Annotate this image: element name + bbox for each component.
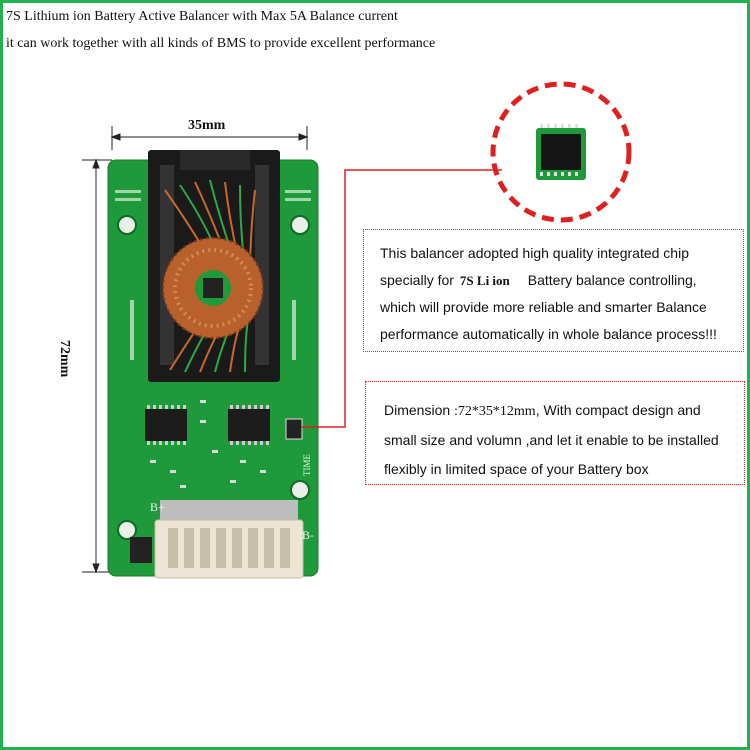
callout2-line1: Dimension :72*35*12mm, With compact desi… — [384, 396, 736, 426]
silkscreen-b-minus: B- — [302, 528, 314, 542]
callout1-line2-prefix: specially for — [380, 271, 454, 288]
callout1-line2-suffix: Battery balance controlling, — [527, 271, 697, 288]
callout1-line2: specially for 7S Li ion Battery balance co… — [380, 267, 735, 295]
product-subtitle: it can work together with all kinds of B… — [6, 36, 436, 51]
dimension-description-callout: Dimension :72*35*12mm, With compact desi… — [365, 381, 745, 485]
callout2-line1-prefix: Dimension — [384, 402, 455, 418]
silkscreen-time: TIME — [302, 454, 312, 476]
callout2-line2: small size and volumn ,and let it enable… — [384, 432, 719, 448]
width-dimension-label: 35mm — [188, 118, 226, 133]
chip-description-callout: This balancer adopted high quality integ… — [363, 229, 744, 352]
toroid-coil — [162, 237, 264, 339]
silkscreen-b-plus: B+ — [150, 500, 165, 514]
zoomed-chip — [536, 124, 586, 180]
zoom-circle — [490, 81, 632, 223]
width-dimension-line — [110, 126, 309, 150]
callout2-line3: flexibly in limited space of your Batter… — [384, 461, 649, 477]
callout1-line3: which will provide more reliable and sma… — [380, 299, 707, 315]
height-dimension-label: 72mm — [57, 340, 72, 378]
product-title: 7S Lithium ion Battery Active Balancer w… — [6, 9, 398, 24]
callout-leader-line — [301, 169, 502, 428]
cell-count-tag: 7S Li ion — [459, 272, 510, 288]
balance-connector — [154, 500, 304, 579]
callout1-line4: performance automatically in whole balan… — [380, 325, 717, 342]
ic-chips — [130, 400, 303, 563]
callout1-line1: This balancer adopted high quality integ… — [380, 245, 689, 261]
callout2-line1-suffix: , With compact design and — [535, 402, 701, 418]
height-dimension-line — [82, 158, 112, 574]
dimension-value: :72*35*12mm — [454, 404, 536, 419]
